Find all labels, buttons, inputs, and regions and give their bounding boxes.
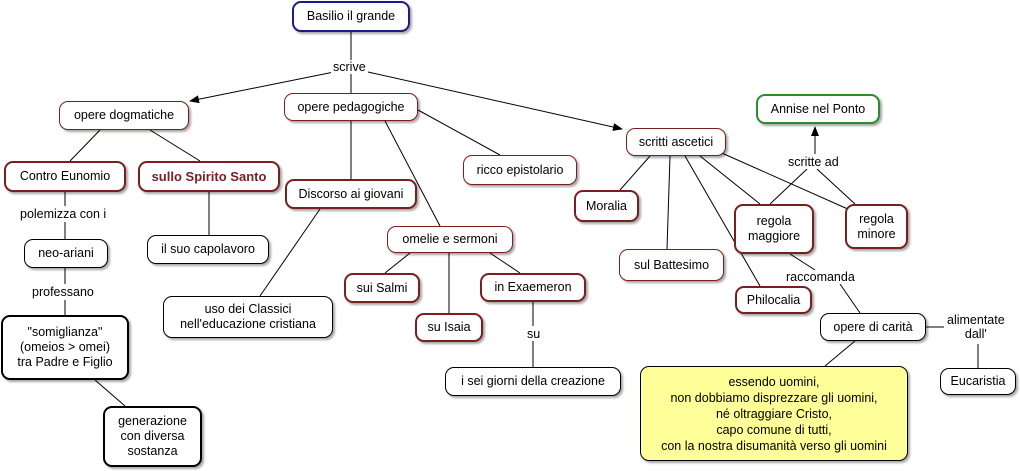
- node-label-line-3: tra Padre e Figlio: [17, 355, 113, 369]
- node-label: opere dogmatiche: [73, 108, 175, 122]
- link-label-line-2: dall': [964, 327, 987, 341]
- node-philocalia[interactable]: Philocalia: [735, 286, 812, 314]
- node-il-suo-capolavoro[interactable]: il suo capolavoro: [147, 235, 269, 264]
- node-discorso-ai-giovani[interactable]: Discorso ai giovani: [285, 179, 417, 209]
- node-sullo-spirito-santo[interactable]: sullo Spirito Santo: [138, 161, 280, 192]
- node-eucaristia[interactable]: Eucaristia: [940, 368, 1016, 395]
- node-label-line-2: con diversa: [120, 429, 185, 443]
- node-label: in Exaemeron: [494, 280, 572, 294]
- quote-line-4: capo comune di tutti,: [716, 422, 832, 437]
- link-label-line-1: alimentate: [947, 313, 1005, 327]
- node-i-sei-giorni[interactable]: i sei giorni della creazione: [445, 367, 621, 396]
- node-label: Contro Eunomio: [19, 169, 111, 183]
- node-label: il suo capolavoro: [161, 242, 255, 256]
- quote-line-1: essendo uomini,: [728, 374, 820, 389]
- node-label: Basilio il grande: [306, 9, 396, 23]
- node-regola-maggiore[interactable]: regola maggiore: [734, 204, 814, 254]
- node-label: sullo Spirito Santo: [151, 169, 267, 184]
- link-label-scrive: scrive: [331, 60, 368, 74]
- node-opere-di-carita[interactable]: opere di carità: [820, 313, 926, 341]
- node-contro-eunomio[interactable]: Contro Eunomio: [4, 161, 126, 192]
- node-omelie-e-sermoni[interactable]: omelie e sermoni: [387, 226, 513, 253]
- node-opere-dogmatiche[interactable]: opere dogmatiche: [59, 101, 189, 130]
- node-basilio-il-grande[interactable]: Basilio il grande: [292, 1, 410, 32]
- node-label-line-1: "somiglianza": [27, 325, 103, 339]
- node-scritti-ascetici[interactable]: scritti ascetici: [626, 128, 726, 156]
- node-label-line-2: maggiore: [747, 229, 801, 243]
- link-label-raccomanda: raccomanda: [784, 270, 857, 284]
- node-label: opere di carità: [833, 319, 913, 334]
- node-su-isaia[interactable]: su Isaia: [415, 313, 483, 342]
- node-label-line-1: uso dei Classici: [204, 302, 292, 316]
- node-opere-pedagogiche[interactable]: opere pedagogiche: [284, 93, 418, 121]
- node-label: ricco epistolario: [476, 162, 564, 177]
- node-regola-minore[interactable]: regola minore: [845, 204, 908, 249]
- node-ricco-epistolario[interactable]: ricco epistolario: [463, 155, 577, 185]
- link-label-su: su: [525, 327, 543, 341]
- node-label-line-1: regola: [859, 211, 894, 226]
- node-label-line-3: sostanza: [127, 444, 178, 458]
- node-label-line-2: nell'educazione cristiana: [180, 317, 316, 331]
- node-label: neo-ariani: [38, 246, 94, 260]
- quote-line-2: non dobbiamo disprezzare gli uomini,: [670, 390, 878, 405]
- node-sul-battesimo[interactable]: sul Battesimo: [619, 249, 724, 281]
- node-label: sui Salmi: [356, 280, 408, 295]
- node-label: sul Battesimo: [633, 257, 710, 272]
- node-label-line-2: (omeios > omei): [20, 340, 110, 354]
- link-label-polemizza: polemizza con i: [18, 207, 109, 221]
- node-label-line-2: minore: [857, 226, 896, 241]
- link-label-professano: professano: [30, 285, 96, 299]
- quote-line-5: con la nostra disumanità verso gli uomin…: [661, 438, 887, 453]
- quote-line-3: né oltraggiare Cristo,: [715, 406, 833, 421]
- node-somiglianza[interactable]: "somiglianza" (omeios > omei) tra Padre …: [1, 315, 129, 380]
- node-in-exaemeron[interactable]: in Exaemeron: [480, 273, 586, 302]
- node-citazione[interactable]: essendo uomini, non dobbiamo disprezzare…: [640, 366, 908, 461]
- node-uso-dei-classici[interactable]: uso dei Classici nell'educazione cristia…: [163, 296, 333, 338]
- node-generazione[interactable]: generazione con diversa sostanza: [103, 406, 202, 467]
- node-neo-ariani[interactable]: neo-ariani: [24, 239, 108, 268]
- node-label: scritti ascetici: [638, 134, 714, 149]
- node-label: opere pedagogiche: [297, 99, 405, 114]
- node-label: Philocalia: [746, 292, 801, 307]
- node-label: Moralia: [586, 198, 627, 213]
- link-label-scritte-ad: scritte ad: [786, 155, 841, 169]
- node-label: omelie e sermoni: [402, 232, 498, 246]
- node-moralia[interactable]: Moralia: [574, 190, 639, 222]
- node-annise-nel-ponto[interactable]: Annise nel Ponto: [756, 94, 880, 124]
- node-label: su Isaia: [427, 320, 471, 334]
- link-label-alimentate: alimentate dall': [945, 313, 1007, 341]
- node-label-line-1: regola: [756, 214, 792, 228]
- node-label: Eucaristia: [950, 374, 1006, 388]
- node-label-line-1: generazione: [118, 414, 187, 428]
- node-sui-salmi[interactable]: sui Salmi: [344, 273, 420, 303]
- node-label: Discorso ai giovani: [298, 186, 404, 201]
- node-label: Annise nel Ponto: [770, 101, 866, 116]
- node-label: i sei giorni della creazione: [461, 374, 605, 388]
